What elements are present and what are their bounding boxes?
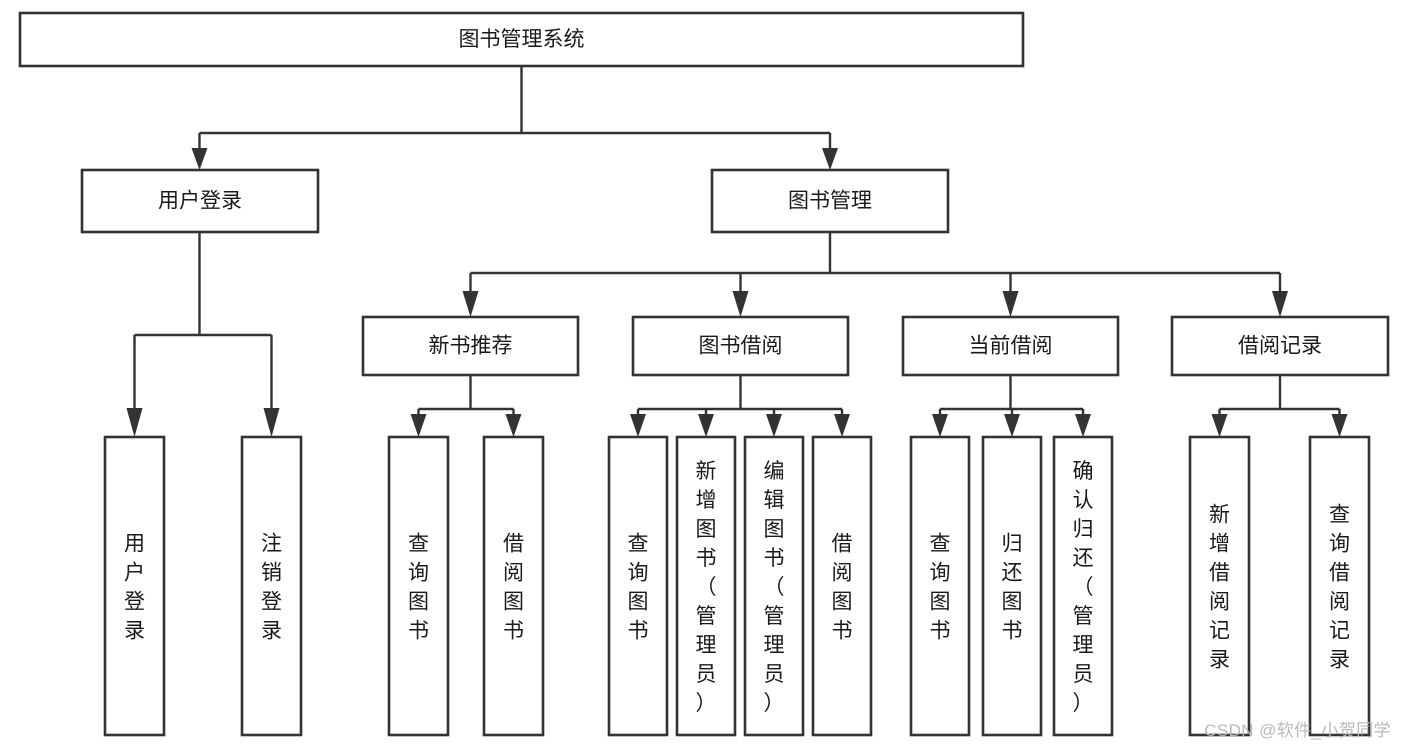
node-box-borrow-record[interactable] [1170,315,1390,377]
node-label-book-manage: 图书管理 [788,190,872,213]
node-label-leaf-user-logout: 注销登录 [261,533,282,643]
node-label-leaf-edit-book-admin: 编辑图书（管理员） [764,460,785,715]
connector-group-user-login [126,232,280,437]
connector-group-book-manage [462,232,1288,317]
arrow-head-current-borrow [1002,291,1019,317]
arrow-head-borrow-record [1272,291,1288,317]
node-book-borrow[interactable]: 图书借阅 [631,315,850,377]
arrow-head-leaf-query-book-3 [932,414,948,437]
node-leaf-borrow-book-1[interactable]: 借阅图书 [482,435,545,737]
arrow-head-leaf-add-book-admin [698,414,714,437]
node-box-leaf-add-book-admin[interactable] [675,435,737,737]
node-box-leaf-return-book[interactable] [981,435,1043,737]
arrow-head-leaf-query-book-1 [410,414,427,437]
node-box-current-borrow[interactable] [901,315,1120,377]
node-leaf-query-book-1[interactable]: 查询图书 [387,435,450,737]
arrow-head-user-login [191,148,208,170]
node-user-login[interactable]: 用户登录 [80,168,320,234]
node-label-root: 图书管理系统 [459,28,585,51]
node-leaf-user-login[interactable]: 用户登录 [103,435,166,737]
node-box-leaf-edit-book-admin[interactable] [743,435,805,737]
node-label-leaf-add-book-admin: 新增图书（管理员） [696,460,717,715]
node-label-leaf-borrow-book-1: 借阅图书 [503,533,524,643]
arrow-head-leaf-confirm-return [1075,414,1091,437]
node-leaf-add-book-admin[interactable]: 新增图书（管理员） [675,435,737,737]
node-box-leaf-user-login[interactable] [103,435,166,737]
node-box-leaf-user-logout[interactable] [240,435,303,737]
node-label-leaf-confirm-return: 确认归还（管理员） [1073,460,1094,715]
node-box-root[interactable] [18,11,1025,68]
arrow-head-leaf-query-borrow-record [1331,414,1348,437]
node-leaf-confirm-return[interactable]: 确认归还（管理员） [1052,435,1114,737]
connector-group-borrow-record [1211,375,1348,437]
node-box-leaf-query-book-1[interactable] [387,435,450,737]
arrow-head-book-manage [822,148,838,170]
arrow-head-leaf-return-book [1004,414,1020,437]
node-box-user-login[interactable] [80,168,320,234]
node-label-leaf-query-book-1: 查询图书 [408,533,429,643]
connector-group-book-borrow [630,375,850,437]
node-leaf-add-borrow-record[interactable]: 新增借阅记录 [1188,435,1251,737]
node-box-leaf-confirm-return[interactable] [1052,435,1114,737]
node-current-borrow[interactable]: 当前借阅 [901,315,1120,377]
arrow-head-leaf-borrow-book-1 [505,414,522,437]
node-box-leaf-add-borrow-record[interactable] [1188,435,1251,737]
arrow-head-leaf-query-book-2 [630,414,646,437]
node-label-leaf-user-login: 用户登录 [124,533,145,643]
node-leaf-return-book[interactable]: 归还图书 [981,435,1043,737]
connector-group-root [191,66,838,170]
connector-group-current-borrow [932,375,1091,437]
node-leaf-borrow-book-2[interactable]: 借阅图书 [811,435,873,737]
node-leaf-query-book-3[interactable]: 查询图书 [909,435,971,737]
arrow-head-leaf-edit-book-admin [766,414,782,437]
node-box-leaf-query-book-3[interactable] [909,435,971,737]
node-label-leaf-borrow-book-2: 借阅图书 [832,533,853,643]
node-label-user-login: 用户登录 [158,190,242,213]
node-box-book-borrow[interactable] [631,315,850,377]
node-label-leaf-return-book: 归还图书 [1002,533,1023,643]
node-borrow-record[interactable]: 借阅记录 [1170,315,1390,377]
node-root[interactable]: 图书管理系统 [18,11,1025,68]
node-box-leaf-borrow-book-2[interactable] [811,435,873,737]
node-leaf-query-borrow-record[interactable]: 查询借阅记录 [1308,435,1371,737]
node-leaf-query-book-2[interactable]: 查询图书 [607,435,669,737]
node-new-book-recommend[interactable]: 新书推荐 [361,315,580,377]
node-label-book-borrow: 图书借阅 [699,335,783,358]
arrow-head-leaf-user-login [126,408,143,437]
node-label-new-book-recommend: 新书推荐 [429,335,513,358]
connector-group-new-book-recommend [410,375,522,437]
node-label-leaf-query-book-3: 查询图书 [930,533,951,643]
node-label-leaf-query-book-2: 查询图书 [628,533,649,643]
arrow-head-leaf-borrow-book-2 [834,414,850,437]
node-book-manage[interactable]: 图书管理 [710,168,950,234]
node-label-current-borrow: 当前借阅 [969,335,1053,358]
node-leaf-edit-book-admin[interactable]: 编辑图书（管理员） [743,435,805,737]
node-box-leaf-query-borrow-record[interactable] [1308,435,1371,737]
node-box-new-book-recommend[interactable] [361,315,580,377]
node-label-borrow-record: 借阅记录 [1238,335,1322,358]
arrow-head-leaf-add-borrow-record [1211,414,1228,437]
arrow-head-new-book-recommend [462,291,479,317]
node-label-leaf-query-borrow-record: 查询借阅记录 [1329,504,1350,672]
node-leaf-user-logout[interactable]: 注销登录 [240,435,303,737]
node-box-book-manage[interactable] [710,168,950,234]
node-label-leaf-add-borrow-record: 新增借阅记录 [1209,504,1230,672]
nodes-layer: 图书管理系统用户登录图书管理新书推荐图书借阅当前借阅借阅记录用户登录注销登录查询… [18,11,1390,737]
arrow-head-leaf-user-logout [263,408,280,437]
node-box-leaf-borrow-book-1[interactable] [482,435,545,737]
node-box-leaf-query-book-2[interactable] [607,435,669,737]
arrow-head-book-borrow [732,291,749,317]
